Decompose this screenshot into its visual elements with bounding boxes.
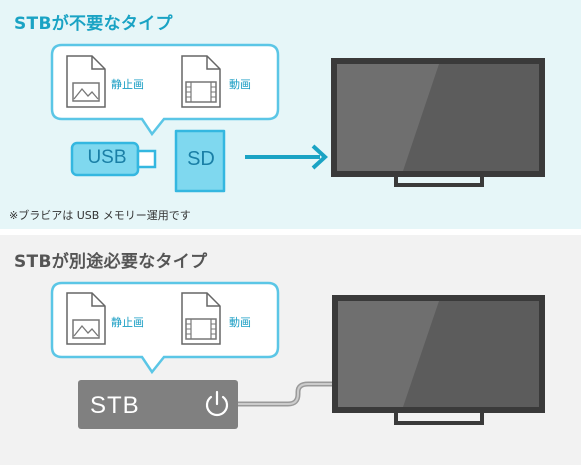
sd-label: SD: [187, 148, 215, 170]
arrow-right-icon: [245, 144, 328, 170]
tv-icon: [332, 295, 545, 425]
image-file-icon: [66, 55, 106, 108]
still-image-label: 静止画: [111, 78, 144, 91]
footnote: ※ブラビアは USB メモリー運用です: [9, 209, 191, 222]
usb-label: USB: [87, 147, 127, 168]
image-file-icon: [66, 292, 106, 345]
stb-label: STB: [90, 392, 140, 419]
stb-box-icon: [78, 380, 238, 429]
tv-icon: [331, 58, 545, 187]
still-image-label: 静止画: [111, 316, 144, 329]
video-label: 動画: [229, 78, 251, 91]
speech-bubble-top: [50, 43, 280, 137]
video-file-icon: [181, 292, 221, 345]
sd-card-icon: [174, 129, 226, 193]
video-file-icon: [181, 55, 221, 108]
section-title-stb-required: STBが別途必要なタイプ: [14, 252, 208, 272]
video-label: 動画: [229, 316, 251, 329]
speech-bubble-bottom: [50, 281, 280, 375]
hdmi-cable-icon: [238, 381, 338, 407]
power-icon: [205, 390, 229, 417]
usb-memory-icon: [70, 141, 157, 177]
section-title-no-stb: STBが不要なタイプ: [14, 14, 173, 34]
